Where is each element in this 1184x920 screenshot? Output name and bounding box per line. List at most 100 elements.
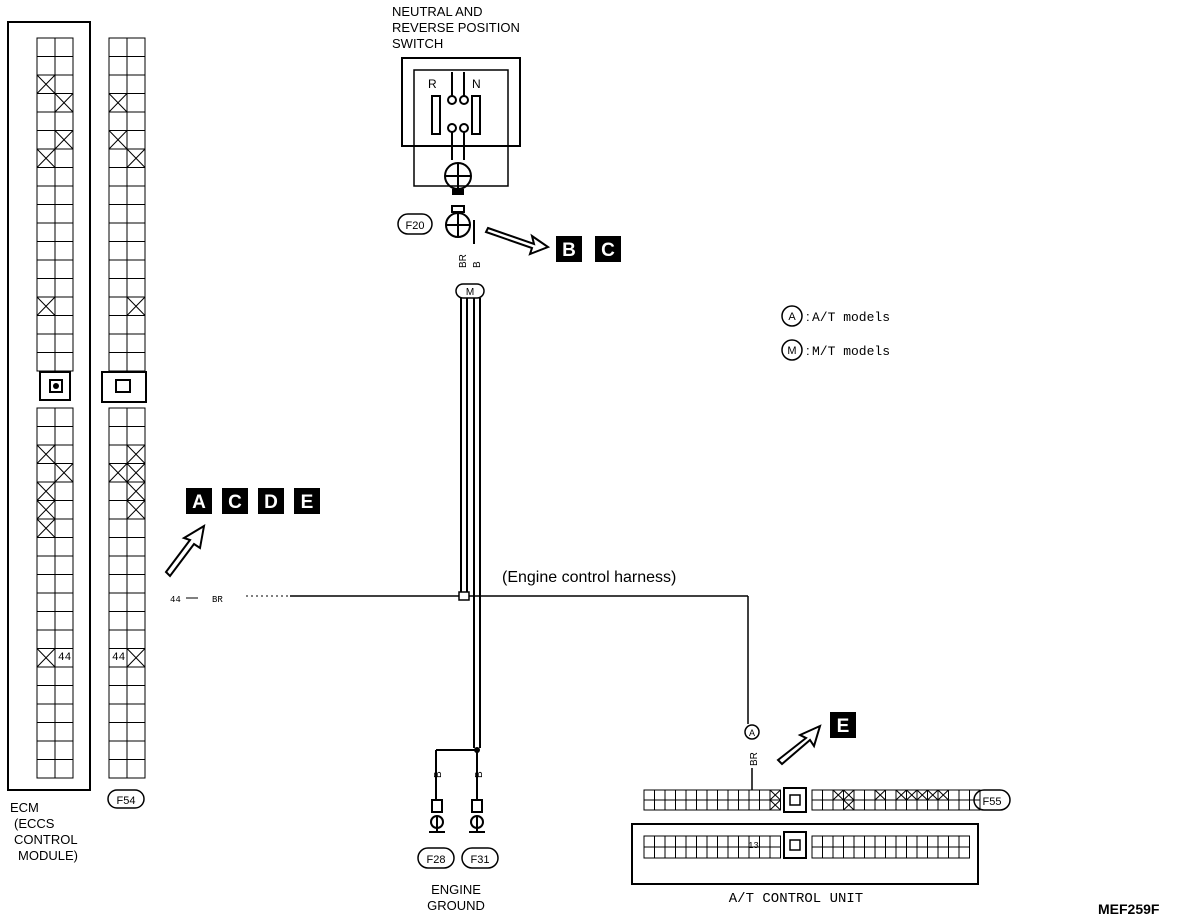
svg-text:A: A (788, 311, 796, 323)
at-unit-pin: 13 (748, 841, 759, 851)
terminal-cell (948, 799, 960, 811)
terminal-cell (126, 278, 146, 298)
terminal-cell (36, 315, 56, 335)
switch-r-label: R (428, 77, 437, 91)
ecm-ref-e (294, 488, 320, 514)
terminal-cell (108, 740, 128, 760)
terminal-cell (126, 537, 146, 557)
terminal-cell (108, 555, 128, 575)
terminal-cell (36, 740, 56, 760)
ecm-label-line-4: MODULE) (18, 848, 78, 863)
unused-terminal-mark (54, 130, 74, 150)
terminal-cell (643, 835, 655, 848)
terminal-cell (108, 241, 128, 261)
f54-connector: 44 (101, 37, 147, 779)
terminal-cell (108, 185, 128, 205)
terminal-cell (685, 835, 697, 848)
terminal-cell (108, 148, 128, 168)
terminal-cell (832, 835, 844, 848)
ground-label-line-1: ENGINE (431, 882, 481, 897)
terminal-cell (643, 799, 655, 811)
legend: A A/T models M M/T models (781, 305, 890, 361)
terminal-cell (759, 846, 771, 859)
at-branch: A BR (744, 724, 760, 790)
terminal-cell (895, 799, 907, 811)
terminal-cell (675, 789, 687, 801)
terminal-cell (36, 555, 56, 575)
terminal-cell (906, 835, 918, 848)
terminal-cell (54, 148, 74, 168)
terminal-cell (36, 574, 56, 594)
terminal-cell (948, 789, 960, 801)
unused-terminal-mark (126, 500, 146, 520)
terminal-cell (958, 789, 970, 801)
terminal-cell (696, 835, 708, 848)
unused-terminal-mark (927, 789, 939, 801)
ecm-label-line-1: ECM (10, 800, 39, 815)
terminal-cell (54, 518, 74, 538)
f20-connector: F20 (397, 205, 475, 244)
terminal-cell (54, 185, 74, 205)
terminal-cell (108, 407, 128, 427)
terminal-cell (126, 74, 146, 94)
terminal-cell (811, 799, 823, 811)
terminal-cell (811, 846, 823, 859)
terminal-cell (126, 740, 146, 760)
terminal-cell (948, 835, 960, 848)
terminal-cell (36, 333, 56, 353)
unused-terminal-mark (937, 789, 949, 801)
terminal-cell (108, 759, 128, 779)
terminal-cell (706, 846, 718, 859)
terminal-cell (916, 799, 928, 811)
terminal-cell (685, 789, 697, 801)
arrow-to-at-refs (776, 724, 822, 766)
terminal-cell (36, 722, 56, 742)
unused-terminal-mark (874, 789, 886, 801)
m-connector-text: M (466, 287, 474, 298)
terminal-cell (108, 611, 128, 631)
terminal-cell (36, 537, 56, 557)
terminal-cell (36, 759, 56, 779)
terminal-cell (927, 835, 939, 848)
terminal-cell (822, 789, 834, 801)
f31-badge-text: F31 (471, 854, 490, 866)
terminal-cell (727, 835, 739, 848)
terminal-cell (54, 167, 74, 187)
svg-text:E: E (301, 492, 314, 513)
terminal-cell (36, 167, 56, 187)
svg-text:M: M (787, 345, 796, 357)
terminal-cell (126, 167, 146, 187)
terminal-cell (958, 835, 970, 848)
terminal-cell (108, 37, 128, 57)
terminal-cell (126, 574, 146, 594)
terminal-cell (675, 846, 687, 859)
terminal-cell (126, 407, 146, 427)
terminal-cell (54, 500, 74, 520)
terminal-cell (664, 799, 676, 811)
terminal-cell (717, 835, 729, 848)
unused-terminal-mark (54, 93, 74, 113)
terminal-cell (853, 835, 865, 848)
ecm-ref-a (186, 488, 212, 514)
terminal-cell (36, 222, 56, 242)
ecm-label-line-3: CONTROL (14, 832, 78, 847)
ecm-refs: A C D E (186, 488, 320, 514)
terminal-cell (54, 574, 74, 594)
terminal-cell (36, 37, 56, 57)
terminal-cell (36, 185, 56, 205)
terminal-cell (654, 835, 666, 848)
at-unit-label: A/T CONTROL UNIT (729, 891, 863, 907)
terminal-cell (108, 537, 128, 557)
terminal-cell (126, 111, 146, 131)
unused-terminal-mark (36, 444, 56, 464)
ground-wire-b-1: B (433, 771, 444, 778)
terminal-cell (108, 629, 128, 649)
terminal-cell (748, 789, 760, 801)
terminal-cell (36, 463, 56, 483)
switch-title-line-2: REVERSE POSITION (392, 20, 520, 35)
terminal-cell (937, 835, 949, 848)
terminal-cell (36, 352, 56, 372)
terminal-cell (126, 611, 146, 631)
terminal-cell (948, 846, 960, 859)
terminal-cell (54, 222, 74, 242)
